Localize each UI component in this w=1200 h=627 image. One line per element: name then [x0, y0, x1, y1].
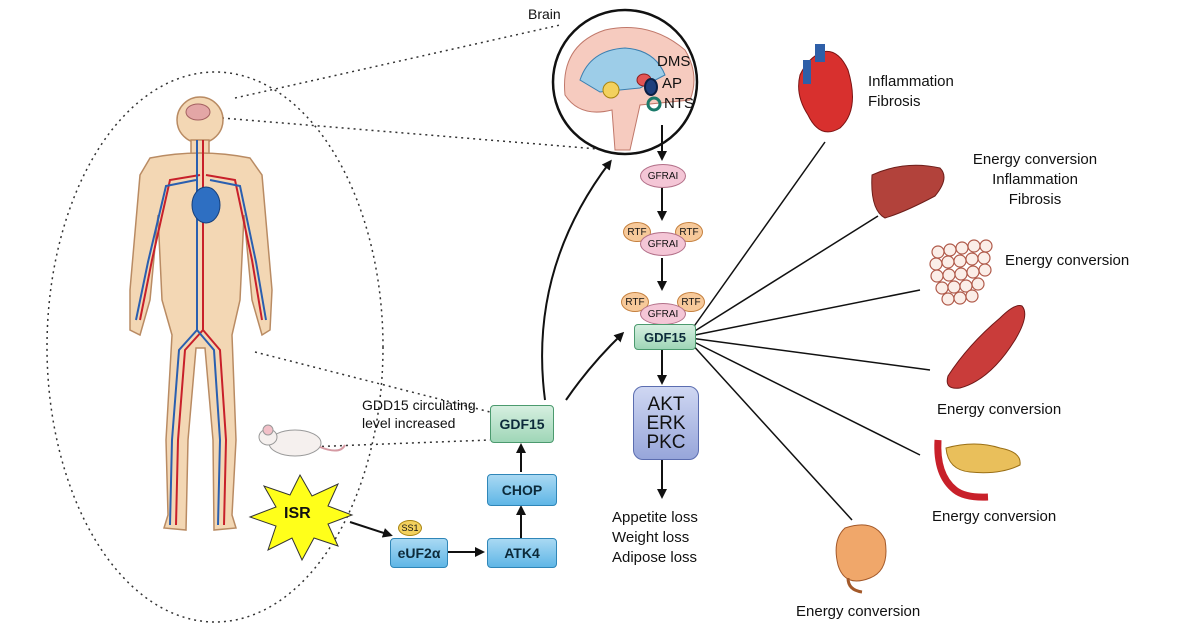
dms-label: DMS — [657, 53, 691, 70]
brain-illustration — [551, 8, 699, 156]
heart-effect-2: Fibrosis — [868, 93, 921, 110]
pathway-arrows — [349, 125, 667, 557]
kinase-pkc: PKC — [646, 431, 686, 453]
kinase-box: AKT ERK PKC — [633, 386, 699, 460]
liver-illustration — [871, 164, 945, 219]
outcome-appetite-loss: Appetite loss — [612, 509, 698, 526]
outcome-adipose-loss: Adipose loss — [612, 549, 698, 566]
liver-effect-1: Energy conversion — [972, 151, 1098, 168]
chop-box: CHOP — [487, 474, 557, 506]
liver-effects: Energy conversion Inflammation Fibrosis — [960, 150, 1110, 210]
human-body-figure — [129, 96, 273, 531]
ap-label: AP — [662, 75, 683, 92]
intestine-illustration — [835, 524, 887, 594]
outcomes-list: Appetite loss Weight loss Adipose loss — [612, 508, 698, 568]
atk4-box: ATK4 — [487, 538, 557, 568]
heart-illustration — [798, 44, 853, 133]
organ-link-lines — [689, 141, 931, 521]
rtf-right-3: RTF — [677, 292, 705, 312]
adipose-tissue-illustration — [929, 239, 993, 306]
adipose-effect: Energy conversion — [1005, 252, 1130, 269]
euf2a-box: eUF2α — [390, 538, 448, 568]
heart-effects: Inflammation Fibrosis — [868, 72, 954, 112]
pancreas-illustration — [934, 439, 1021, 501]
intestine-effect: Energy conversion — [796, 603, 921, 620]
isr-label: ISR — [284, 505, 311, 522]
gdf15-left-box: GDF15 — [490, 405, 554, 443]
gdd15-annotation: GDD15 circulating level increased — [362, 396, 476, 432]
gfrai-receptor-1: GFRAI — [640, 164, 686, 188]
gfrai-receptor-2: GFRAI — [640, 232, 686, 256]
liver-effect-3: Fibrosis — [1008, 191, 1062, 208]
rtf-left-3: RTF — [621, 292, 649, 312]
brain-label: Brain — [528, 6, 561, 22]
heart-effect-1: Inflammation — [868, 73, 954, 90]
isr-starburst — [248, 473, 354, 562]
dotted-connectors — [221, 24, 611, 449]
gdd15-annotation-line1: GDD15 circulating — [362, 397, 476, 413]
kinase-erk: ERK — [646, 412, 686, 434]
ss1-badge: SS1 — [398, 520, 422, 536]
liver-effect-2: Inflammation — [992, 171, 1078, 188]
muscle-effect: Energy conversion — [937, 401, 1062, 418]
muscle-illustration — [946, 305, 1026, 389]
nts-label: NTS — [664, 95, 694, 112]
kinase-akt: AKT — [647, 393, 685, 415]
outcome-weight-loss: Weight loss — [612, 529, 690, 546]
gdd15-annotation-line2: level increased — [362, 415, 456, 431]
mouse-figure — [258, 424, 346, 457]
body-outline-ellipse — [46, 71, 384, 623]
pancreas-effect: Energy conversion — [932, 508, 1057, 525]
gdf15-right-box: GDF15 — [634, 324, 696, 350]
gfrai-receptor-3: GFRAI — [640, 303, 686, 325]
